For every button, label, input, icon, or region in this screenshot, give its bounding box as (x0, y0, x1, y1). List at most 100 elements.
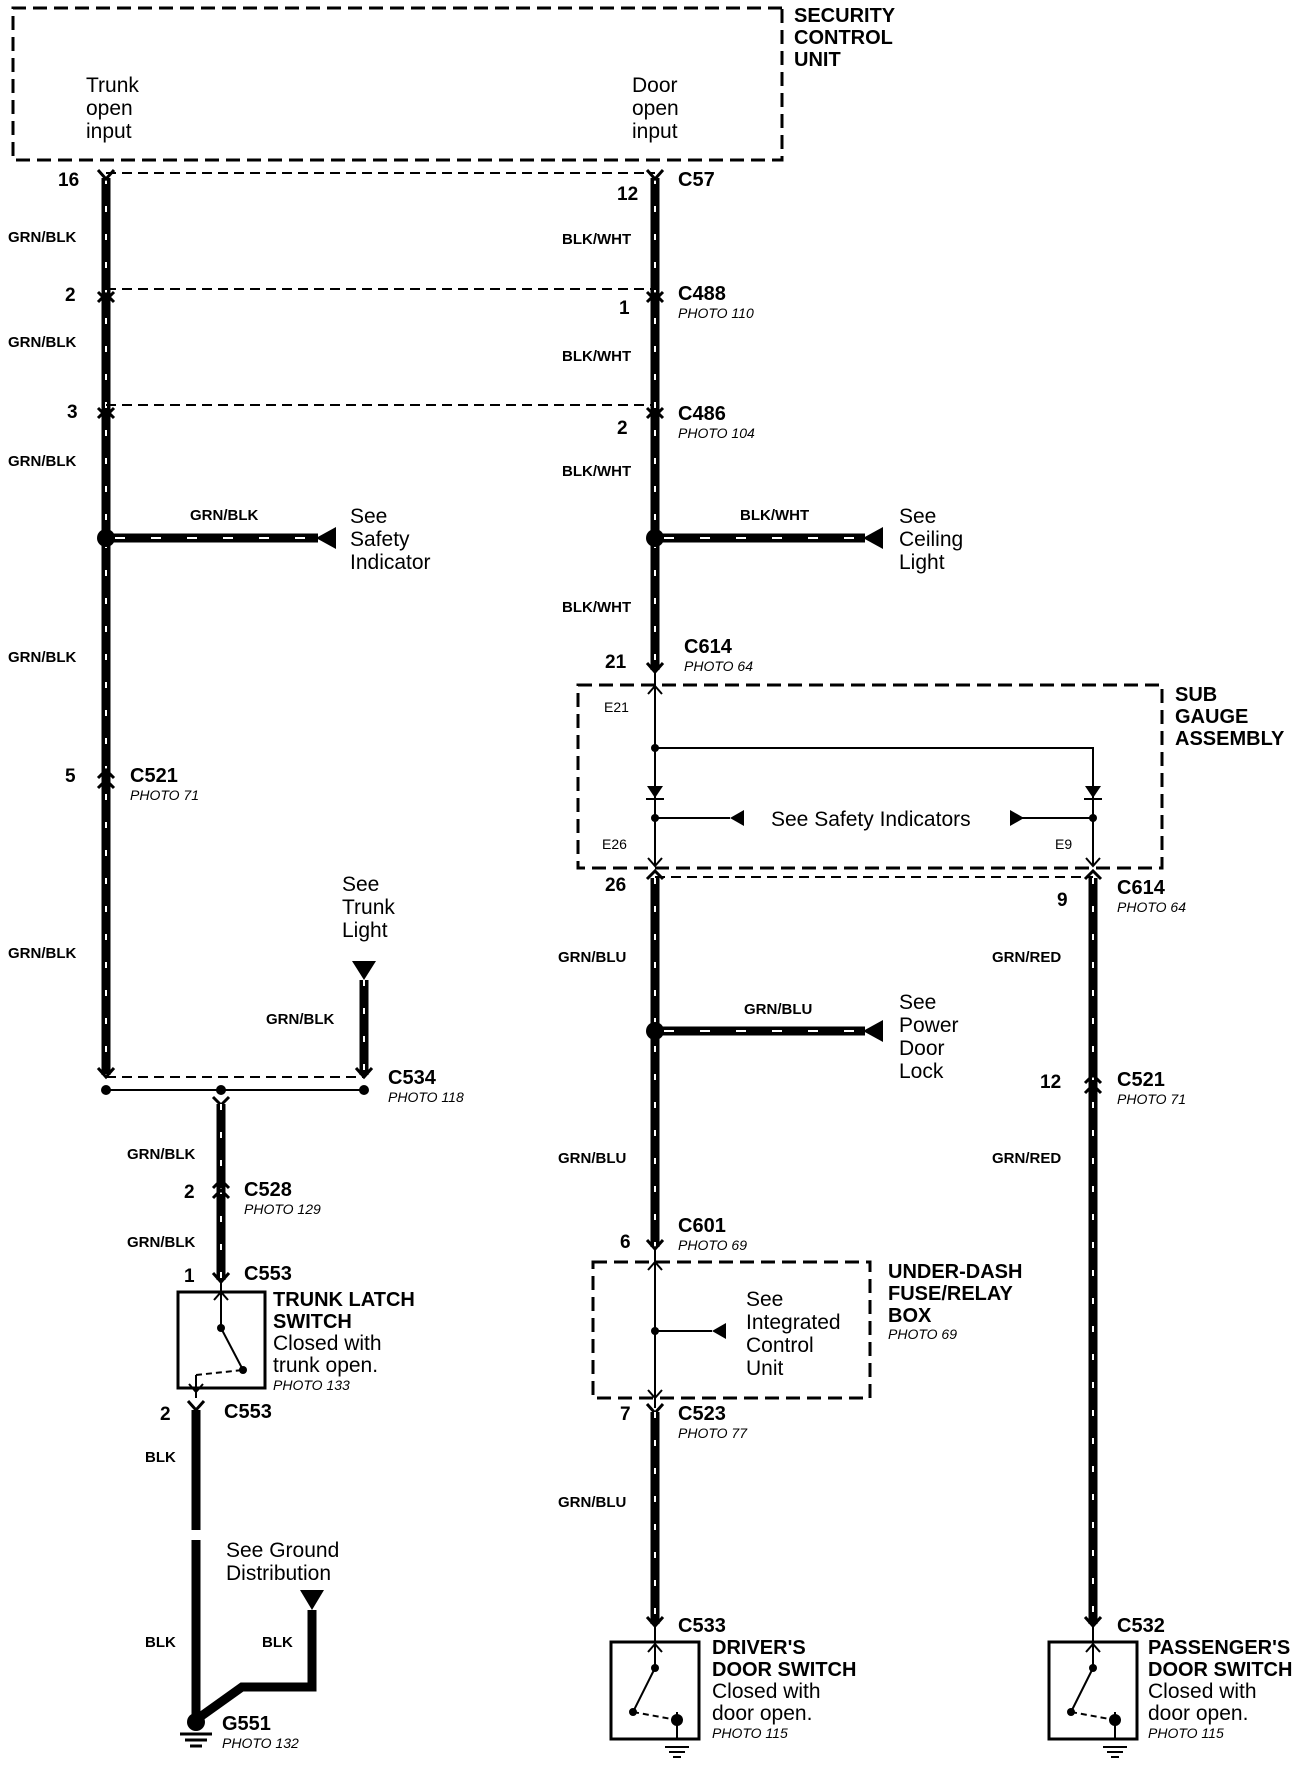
mid-pin-7: 7 (620, 1404, 631, 1425)
door-input-label-2: open (632, 97, 679, 120)
e21-label: E21 (604, 699, 629, 715)
left-wire-label-3: GRN/BLK (8, 453, 76, 470)
right-c614-photo: PHOTO 64 (1117, 899, 1186, 915)
c523-label: C523 (678, 1403, 726, 1425)
connector-chevron (96, 290, 116, 304)
trunk-light-ref-3: Light (342, 919, 388, 942)
passengers-door-switch (1047, 1626, 1139, 1758)
left-pin-2: 2 (65, 285, 76, 306)
ground-symbol (180, 1713, 212, 1748)
splice-dot (216, 1085, 226, 1095)
connector-chevron (645, 868, 665, 881)
g551-photo: PHOTO 132 (222, 1735, 299, 1751)
e26-label: E26 (602, 836, 627, 852)
ceiling-ref-1: See (899, 505, 936, 528)
under-dash-fuse-box (591, 1249, 872, 1408)
icu-ref-2: Integrated (746, 1311, 841, 1334)
safety-indicators-ref: See Safety Indicators (771, 808, 971, 831)
trunk-light-ref-1: See (342, 873, 379, 896)
icu-ref-4: Unit (746, 1357, 784, 1380)
c534-label: C534 (388, 1067, 437, 1089)
left-pin-16: 16 (58, 170, 79, 191)
right-wire-label-2: GRN/RED (992, 1150, 1061, 1167)
drivers-door-switch (609, 1626, 701, 1758)
ceiling-ref-3: Light (899, 551, 945, 574)
passengers-switch-photo: PHOTO 115 (1148, 1725, 1224, 1741)
connector-chevron (96, 169, 116, 182)
trunk-input-label-3: input (86, 120, 132, 143)
mid-pin-21: 21 (605, 652, 627, 673)
connector-chevron (645, 290, 665, 304)
power-door-branch (655, 1020, 883, 1042)
c553-bottom-label: C553 (224, 1401, 272, 1423)
mid-branch-wire-label: BLK/WHT (740, 507, 809, 524)
ground-wire-label-3: BLK (262, 1634, 293, 1651)
connector-chevron (211, 1095, 231, 1108)
splice-dot (101, 1085, 111, 1095)
left-c521-photo: PHOTO 71 (130, 787, 199, 803)
ceiling-light-branch (655, 527, 883, 549)
passengers-switch-title-1: PASSENGER'S (1148, 1637, 1290, 1659)
connector-chevron (186, 1400, 206, 1413)
fuse-box-title-2: FUSE/RELAY (888, 1283, 1014, 1305)
connector-chevron (96, 767, 116, 790)
c614-photo: PHOTO 64 (684, 658, 753, 674)
splice-dot (359, 1085, 369, 1095)
left-pin-5: 5 (65, 766, 76, 787)
ceiling-ref-2: Ceiling (899, 528, 963, 551)
ground-wire-label-1: BLK (145, 1449, 176, 1466)
left-wire-label-4: GRN/BLK (8, 649, 76, 666)
left-wire-label-2: GRN/BLK (8, 334, 76, 351)
connector-chevron (645, 169, 665, 182)
c601-label: C601 (678, 1215, 726, 1237)
sub-gauge-title-3: ASSEMBLY (1175, 728, 1285, 750)
c528-pin: 2 (184, 1182, 195, 1203)
c528-label: C528 (244, 1179, 292, 1201)
mid-pin-6: 6 (620, 1232, 631, 1253)
c488-photo: PHOTO 110 (678, 305, 754, 321)
e9-label: E9 (1055, 836, 1072, 852)
trunk-switch-photo: PHOTO 133 (273, 1377, 350, 1393)
trunk-switch-desc-2: trunk open. (273, 1354, 378, 1377)
c534-photo: PHOTO 118 (388, 1089, 464, 1105)
c523-photo: PHOTO 77 (678, 1425, 748, 1441)
connector-chevron (1083, 868, 1103, 881)
power-door-ref-3: Door (899, 1037, 945, 1060)
safety-ref-1: See (350, 505, 387, 528)
passengers-switch-desc-2: door open. (1148, 1702, 1248, 1725)
c486-photo: PHOTO 104 (678, 425, 755, 441)
drivers-switch-title-2: DOOR SWITCH (712, 1659, 856, 1681)
mid-wire-label-4: BLK/WHT (562, 599, 631, 616)
right-wire-label-1: GRN/RED (992, 949, 1061, 966)
connector-chevron (211, 1177, 231, 1200)
c532-label: C532 (1117, 1615, 1165, 1637)
safety-ref-2: Safety (350, 528, 410, 551)
mid-wire-label-1: BLK/WHT (562, 231, 631, 248)
trunk-switch-desc-1: Closed with (273, 1332, 382, 1355)
sub-gauge-title-2: GAUGE (1175, 706, 1248, 728)
trunk-input-label-2: open (86, 97, 133, 120)
security-unit-title-2: CONTROL (794, 27, 893, 49)
right-pin-9: 9 (1057, 890, 1068, 911)
sub-gauge-title-1: SUB (1175, 684, 1217, 706)
c528-photo: PHOTO 129 (244, 1201, 321, 1217)
drivers-switch-photo: PHOTO 115 (712, 1725, 788, 1741)
c553-pin-1: 1 (184, 1266, 195, 1287)
security-unit-title-3: UNIT (794, 49, 841, 71)
icu-ref-3: Control (746, 1334, 814, 1357)
connector-chevron (645, 406, 665, 420)
g551-label: G551 (222, 1713, 271, 1735)
mid-pin-12: 12 (617, 184, 638, 205)
left-c521-label: C521 (130, 765, 178, 787)
trunk-latch-switch (176, 1283, 267, 1398)
security-unit-title-1: SECURITY (794, 5, 896, 27)
passengers-switch-desc-1: Closed with (1148, 1680, 1257, 1703)
left-wire-label-7: GRN/BLK (127, 1234, 195, 1251)
connector-chevron (1083, 1072, 1103, 1095)
c488-label: C488 (678, 283, 726, 305)
c601-photo: PHOTO 69 (678, 1237, 747, 1253)
mid-wire-label-7: GRN/BLU (558, 1494, 626, 1511)
connector-chevron (96, 406, 116, 420)
drivers-switch-title-1: DRIVER'S (712, 1637, 806, 1659)
